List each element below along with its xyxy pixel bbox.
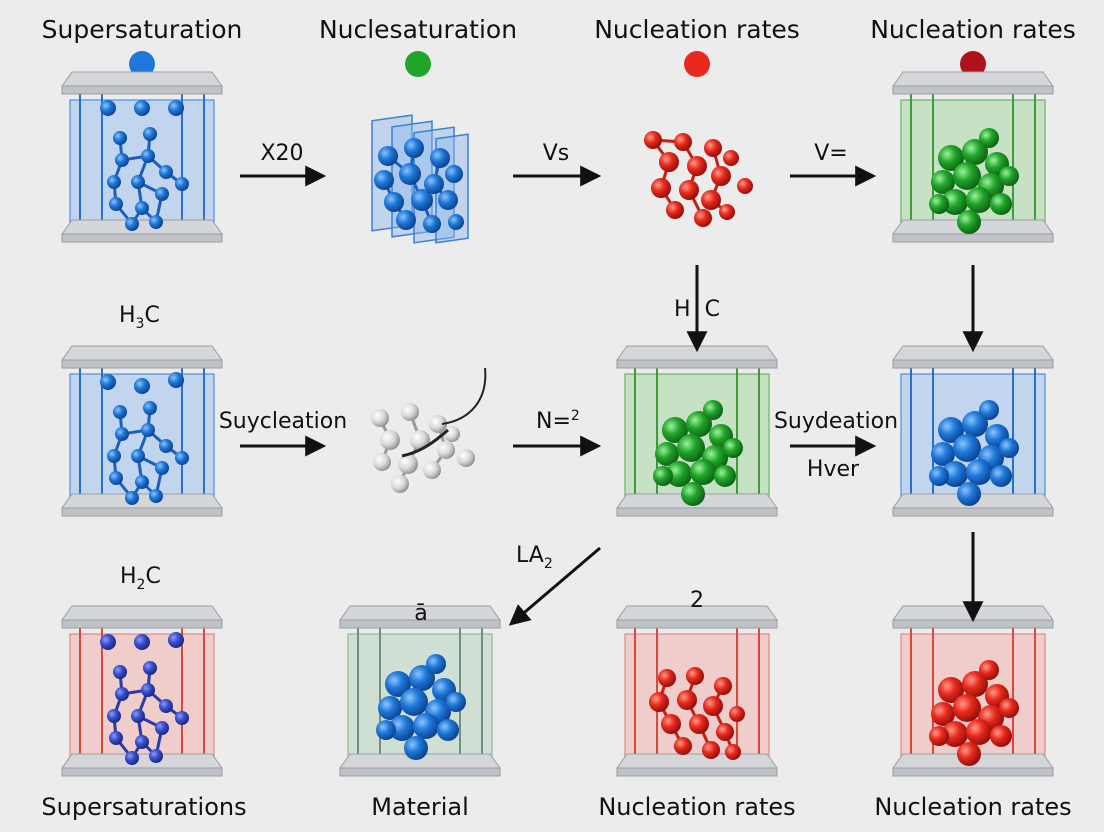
header-supersaturation: Supersaturation xyxy=(42,15,243,77)
label-a-bar: ā xyxy=(414,601,427,626)
crystal-cell-red-r3 xyxy=(62,606,222,776)
crystal-cell-blue-r1 xyxy=(62,72,222,242)
label-hc: H C xyxy=(674,297,720,322)
label-number-2: 2 xyxy=(690,588,704,613)
footer-material: Material xyxy=(371,793,469,821)
header-label: Nucleation rates xyxy=(870,15,1076,44)
crystal-cell-blue-r2 xyxy=(62,346,222,516)
footer-nucleation-rates: Nucleation rates xyxy=(874,793,1071,821)
label-h3c: H3C xyxy=(119,303,160,332)
red-dot-icon xyxy=(684,51,710,77)
crystal-cell-green-r2 xyxy=(617,346,777,516)
atom-cluster-icon xyxy=(371,368,485,493)
crystal-cell-blue-r2-right xyxy=(893,346,1053,516)
header-label: Nuclesaturation xyxy=(319,15,517,44)
header-nucleation-rates-darkred: Nucleation rates xyxy=(870,15,1076,77)
footer-nucleation-rates: Nucleation rates xyxy=(598,793,795,821)
label-la2: LA2 xyxy=(516,543,553,572)
atom-cluster-icon xyxy=(644,131,753,227)
header-label: Supersaturation xyxy=(42,15,243,44)
arrow-label-n: N=2 xyxy=(536,408,580,434)
header-nucleation-rates-red: Nucleation rates xyxy=(594,15,800,77)
footer-supersaturations: Supersaturations xyxy=(41,793,246,821)
crystal-cell-material-r3 xyxy=(340,606,500,776)
crystal-cell-green-r1 xyxy=(893,72,1053,242)
arrow-label-vs: Vs xyxy=(543,141,570,166)
arrow-label-x20: X20 xyxy=(260,141,303,166)
crystal-cell-red-r3-right xyxy=(893,606,1053,776)
header-label: Nucleation rates xyxy=(594,15,800,44)
arrow-label-suycleation: Suycleation xyxy=(219,409,347,434)
arrow-label-suydeation: Suydeation xyxy=(774,409,898,434)
green-dot-icon xyxy=(405,51,431,77)
arrow-label-v-eq: V= xyxy=(814,141,847,166)
arrows xyxy=(240,176,973,623)
header-nuclesaturation: Nuclesaturation xyxy=(319,15,517,77)
arrow-label-hver: Hver xyxy=(807,457,860,482)
crystal-cell-red-r3-mid xyxy=(617,606,777,776)
label-h2c: H2C xyxy=(120,564,161,593)
